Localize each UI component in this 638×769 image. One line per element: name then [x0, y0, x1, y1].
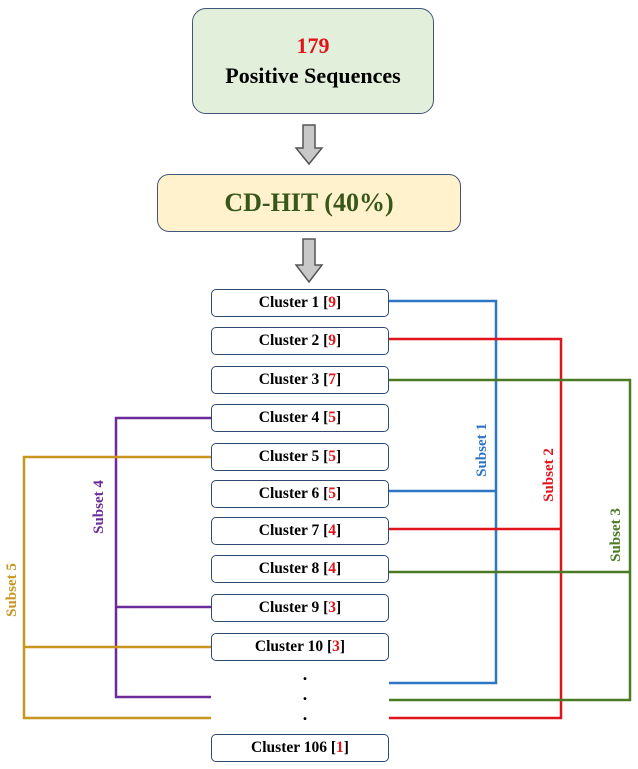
subset-5-label: Subset 5 — [4, 563, 20, 617]
down-arrow-icon — [294, 124, 324, 166]
cluster-name: Cluster 2 — [258, 332, 320, 349]
cluster-name: Cluster 9 — [258, 599, 320, 616]
positive-sequence-count: 179 — [296, 33, 330, 58]
cluster-box: Cluster 2 [9] — [211, 327, 389, 355]
subset-4-label: Subset 4 — [91, 480, 107, 534]
cluster-name: Cluster 4 — [258, 409, 320, 426]
cluster-box: Cluster 4 [5] — [211, 404, 389, 432]
subset-1-label: Subset 1 — [474, 423, 490, 477]
subset-2-connector — [389, 337, 563, 720]
cluster-name: Cluster 7 — [258, 522, 320, 539]
cluster-box: Cluster 1 [9] — [211, 289, 389, 317]
positive-sequences-label: Positive Sequences — [225, 63, 401, 88]
subset-2-label: Subset 2 — [541, 448, 557, 502]
cluster-count: 1 — [336, 739, 344, 756]
cluster-name: Cluster 106 — [251, 739, 327, 756]
cluster-count: 5 — [328, 448, 337, 465]
positive-sequences-box: 179 Positive Sequences — [192, 8, 434, 114]
cluster-name: Cluster 8 — [258, 560, 320, 577]
cluster-box: Cluster 3 [7] — [211, 366, 389, 394]
cluster-box: Cluster 6 [5] — [211, 480, 389, 508]
cluster-name: Cluster 3 — [258, 371, 320, 388]
cluster-box: Cluster 10 [3] — [211, 633, 389, 661]
cluster-count: 3 — [328, 599, 337, 616]
cluster-count: 3 — [332, 638, 340, 655]
cluster-name: Cluster 6 — [258, 485, 320, 502]
cluster-count: 5 — [328, 485, 337, 502]
cluster-name: Cluster 10 — [254, 638, 324, 655]
cluster-name: Cluster 5 — [258, 448, 320, 465]
cluster-box: Cluster 9 [3] — [211, 594, 389, 622]
subset-4-connector — [114, 416, 211, 699]
subset-3-connector — [389, 378, 632, 702]
cluster-box: Cluster 106 [1] — [211, 734, 389, 762]
cluster-count: 4 — [328, 522, 337, 539]
cluster-count: 9 — [328, 294, 337, 311]
cluster-count: 9 — [328, 332, 337, 349]
cluster-box: Cluster 8 [4] — [211, 555, 389, 583]
ellipsis-dot: . — [302, 664, 308, 684]
cd-hit-box: CD-HIT (40%) — [157, 174, 461, 232]
cluster-box: Cluster 5 [5] — [211, 443, 389, 471]
subset-3-label: Subset 3 — [608, 508, 624, 562]
subset-5-connector — [22, 455, 211, 720]
cluster-count: 4 — [328, 560, 337, 577]
cluster-name: Cluster 1 — [258, 294, 320, 311]
ellipsis-dot: . — [302, 704, 308, 724]
cluster-count: 5 — [328, 409, 337, 426]
down-arrow-icon — [294, 238, 324, 284]
cluster-box: Cluster 7 [4] — [211, 517, 389, 545]
cluster-count: 7 — [328, 371, 337, 388]
subset-1-connector — [389, 299, 498, 685]
ellipsis-dot: . — [302, 684, 308, 704]
